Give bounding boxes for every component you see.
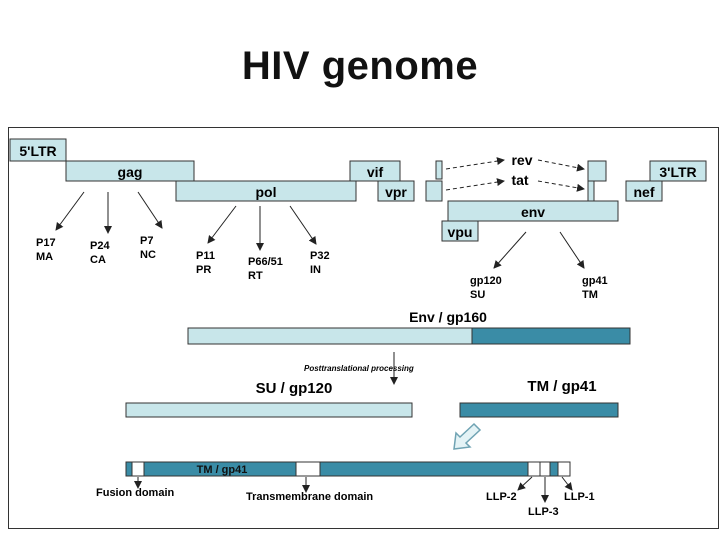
- llp1-box: [557, 461, 571, 477]
- gag-product-name: P7: [140, 235, 153, 247]
- zoom-arrow-icon: [453, 422, 482, 450]
- gene-nef-label: nef: [634, 184, 655, 200]
- page-title: HIV genome: [241, 44, 479, 88]
- gene-gag-label: gag: [118, 164, 143, 180]
- gene-tat-label: tat: [511, 172, 528, 188]
- gag-product-name: P17: [36, 237, 56, 249]
- fusion-domain-label: Fusion domain: [96, 487, 175, 499]
- transmembrane-domain-label: Transmembrane domain: [246, 491, 373, 503]
- gene-gag: gag: [65, 160, 195, 182]
- gene-ltr5-label: 5'LTR: [19, 143, 56, 159]
- transmembrane-domain-box: [295, 461, 321, 477]
- gag-product-role: CA: [90, 254, 106, 266]
- env-product-role: TM: [582, 289, 598, 301]
- gene-ltr3-label: 3'LTR: [659, 164, 696, 180]
- gene-pol: pol: [175, 180, 357, 202]
- env-product-name: gp41: [582, 275, 608, 287]
- env-product-role: SU: [470, 289, 485, 301]
- gene-rev-label: rev: [511, 152, 532, 168]
- tm-label: TM / gp41: [527, 378, 596, 395]
- tat-splice-arrows: tat: [445, 172, 585, 192]
- pol-product-p66-51: P66/51 RT: [248, 256, 283, 282]
- pol-product-role: IN: [310, 264, 321, 276]
- llp3-box: [539, 461, 551, 477]
- pol-product-role: PR: [196, 264, 211, 276]
- gag-product-role: MA: [36, 251, 53, 263]
- gene-nef: nef: [625, 180, 663, 202]
- gene-ltr3: 3'LTR: [649, 160, 707, 182]
- gag-product-name: P24: [90, 240, 110, 252]
- processing-label: Posttranslational processing: [304, 364, 414, 373]
- gene-vpu-label: vpu: [448, 224, 473, 240]
- pol-product-name: P32: [310, 250, 330, 262]
- pol-product-arrows: [207, 205, 317, 251]
- gag-product-arrows: [55, 191, 163, 234]
- llp2-box: [527, 461, 541, 477]
- gene-vpu: vpu: [441, 220, 479, 242]
- gag-product-p17: P17 MA: [36, 237, 56, 263]
- tm-detail-label: TM / gp41: [197, 464, 248, 476]
- tm-gp41-bar: TM / gp41: [459, 378, 619, 418]
- su-label: SU / gp120: [256, 380, 333, 397]
- gene-env-label: env: [521, 204, 545, 220]
- llp1-label: LLP-1: [564, 491, 595, 503]
- pol-product-p11: P11 PR: [196, 250, 215, 276]
- gene-vpr-label: vpr: [385, 184, 407, 200]
- gp41-detail-bar: TM / gp41: [125, 461, 571, 477]
- pol-product-role: RT: [248, 270, 263, 282]
- env-product-name: gp120: [470, 275, 502, 287]
- env-product-gp120: gp120 SU: [470, 275, 502, 301]
- domain-arrows: [134, 476, 573, 503]
- gag-product-role: NC: [140, 249, 156, 261]
- su-gp120-bar: SU / gp120: [125, 380, 413, 418]
- precursor-label: Env / gp160: [409, 309, 487, 325]
- gene-pol-label: pol: [256, 184, 277, 200]
- gag-product-p24: P24 CA: [90, 240, 110, 266]
- gag-product-p7: P7 NC: [140, 235, 156, 261]
- gene-vif: vif: [349, 160, 401, 182]
- gene-rev-tat-exon2: [587, 160, 607, 202]
- rev-splice-arrows: rev: [445, 152, 585, 172]
- env-product-gp41: gp41 TM: [582, 275, 608, 301]
- processing-step: Posttranslational processing: [304, 352, 414, 385]
- llp3-label: LLP-3: [528, 506, 559, 518]
- fusion-domain-box: [131, 461, 145, 477]
- diagram-frame: [8, 127, 719, 529]
- pol-product-p32: P32 IN: [310, 250, 330, 276]
- gene-env: env: [447, 200, 619, 222]
- env-product-arrows: [493, 231, 585, 269]
- gene-vif-label: vif: [367, 164, 384, 180]
- gene-ltr5: 5'LTR: [9, 138, 67, 162]
- pol-product-name: P11: [196, 250, 215, 262]
- gene-rev-tat-exon1: [425, 160, 443, 202]
- pol-product-name: P66/51: [248, 256, 283, 268]
- gene-vpr: vpr: [377, 180, 415, 202]
- llp2-label: LLP-2: [486, 491, 517, 503]
- env-gp160-bar: Env / gp160: [187, 309, 631, 345]
